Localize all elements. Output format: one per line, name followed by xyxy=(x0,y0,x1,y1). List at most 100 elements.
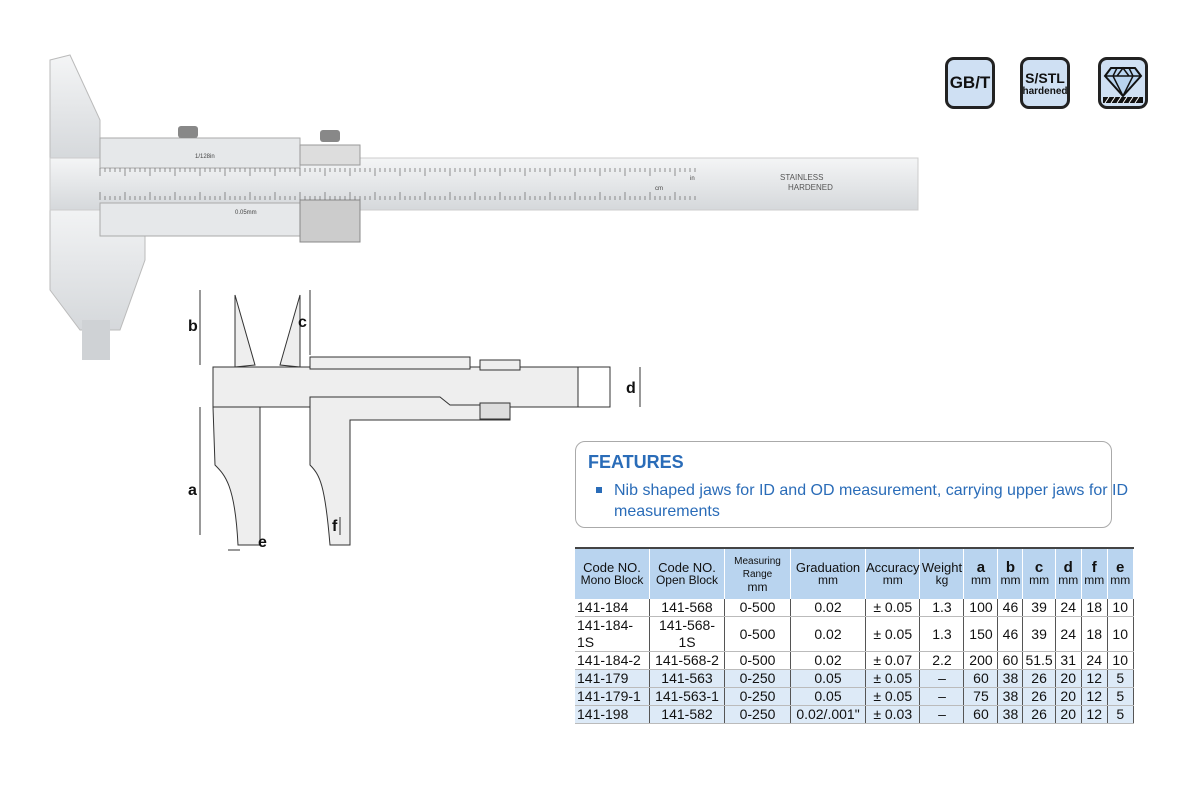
table-cell: 0.02 xyxy=(790,599,866,617)
table-cell: 46 xyxy=(997,616,1024,652)
vernier-label: 0.05mm xyxy=(235,210,257,216)
table-cell: 1.3 xyxy=(919,599,965,617)
dimension-e: e xyxy=(258,534,267,551)
table-cell: 38 xyxy=(997,669,1024,688)
table-cell: 24 xyxy=(1055,616,1082,652)
table-cell: 141-184 xyxy=(575,599,650,617)
table-cell: 20 xyxy=(1055,669,1082,688)
table-cell: 10 xyxy=(1107,599,1134,617)
unit-label: cm xyxy=(655,186,663,192)
table-cell: – xyxy=(919,687,965,706)
header-line: Measuring Range xyxy=(734,555,781,580)
header-unit: mm xyxy=(747,579,768,594)
table-cell: 150 xyxy=(963,616,999,652)
gbt-badge: GB/T xyxy=(945,57,995,109)
caliper-photo: STAINLESS HARDENED 1/128in 0.05mm in cm xyxy=(49,54,919,360)
diamond-badge xyxy=(1098,57,1148,109)
table-cell: ± 0.05 xyxy=(865,599,921,617)
table-cell: 0.05 xyxy=(790,687,866,706)
header-line: f xyxy=(1091,559,1097,576)
table-cell: 141-179-1 xyxy=(575,687,650,706)
column-header: Code NO.Mono Block xyxy=(575,547,650,599)
table-cell: 5 xyxy=(1107,669,1134,688)
table-cell: 24 xyxy=(1081,651,1108,670)
table-cell: 20 xyxy=(1055,687,1082,706)
table-cell: 141-198 xyxy=(575,705,650,724)
table-cell: 12 xyxy=(1081,705,1108,724)
table-cell: 38 xyxy=(997,705,1024,724)
dimension-diagram: a b c d e f xyxy=(188,290,641,551)
table-cell: 141-563 xyxy=(649,669,725,688)
table-cell: 12 xyxy=(1081,669,1108,688)
table-cell: 0-250 xyxy=(724,705,791,724)
header-line: Graduation xyxy=(795,560,861,575)
column-header: Code NO.Open Block xyxy=(649,547,725,599)
header-unit: Mono Block xyxy=(580,573,644,587)
header-line: e xyxy=(1116,559,1125,576)
table-cell: 200 xyxy=(963,651,999,670)
table-cell: 18 xyxy=(1081,599,1108,617)
table-cell: 0.05 xyxy=(790,669,866,688)
table-cell: 46 xyxy=(997,599,1024,617)
table-cell: 12 xyxy=(1081,687,1108,706)
table-cell: 0-500 xyxy=(724,651,791,670)
table-cell: 141-568 xyxy=(649,599,725,617)
table-cell: 26 xyxy=(1022,687,1056,706)
table-cell: 100 xyxy=(963,599,999,617)
badge-text: GB/T xyxy=(949,73,991,92)
table-cell: 60 xyxy=(997,651,1024,670)
table-cell: ± 0.05 xyxy=(865,616,921,652)
header-unit: Open Block xyxy=(655,573,719,587)
table-cell: 5 xyxy=(1107,705,1134,724)
table-cell: 10 xyxy=(1107,616,1134,652)
header-line: Weight xyxy=(921,560,963,575)
table-cell: 26 xyxy=(1022,705,1056,724)
header-unit: mm xyxy=(1058,573,1079,587)
table-cell: 39 xyxy=(1022,616,1056,652)
table-cell: 141-568-1S xyxy=(649,616,725,652)
header-unit: mm xyxy=(818,573,838,587)
badge-subtext: hardened xyxy=(1022,85,1068,97)
features-title: FEATURES xyxy=(588,452,684,472)
table-cell: 141-563-1 xyxy=(649,687,725,706)
table-cell: 141-184-2 xyxy=(575,651,650,670)
table-cell: 26 xyxy=(1022,669,1056,688)
table-cell: 0-250 xyxy=(724,687,791,706)
header-unit: kg xyxy=(935,573,949,587)
table-cell: 5 xyxy=(1107,687,1134,706)
header-line: c xyxy=(1034,559,1044,576)
table-cell: 60 xyxy=(963,669,999,688)
table-cell: 10 xyxy=(1107,651,1134,670)
caliper-marking: STAINLESS xyxy=(780,173,823,182)
table-cell: ± 0.05 xyxy=(865,687,921,706)
table-cell: 2.2 xyxy=(919,651,965,670)
header-line: Code NO. xyxy=(658,560,716,575)
table-cell: 39 xyxy=(1022,599,1056,617)
badge-text: S/STL xyxy=(1025,69,1065,86)
table-cell: ± 0.05 xyxy=(865,669,921,688)
table-cell: 24 xyxy=(1055,599,1082,617)
header-unit: mm xyxy=(1110,573,1131,587)
header-line: b xyxy=(1005,559,1016,576)
dimension-a: a xyxy=(188,482,197,499)
table-cell: 60 xyxy=(963,705,999,724)
unit-label: in xyxy=(690,176,695,182)
dimension-c: c xyxy=(298,314,307,331)
header-unit: mm xyxy=(970,573,991,587)
header-unit: mm xyxy=(1084,573,1105,587)
table-cell: 141-179 xyxy=(575,669,650,688)
table-cell: ± 0.07 xyxy=(865,651,921,670)
table-cell: 141-582 xyxy=(649,705,725,724)
table-cell: 0-500 xyxy=(724,616,791,652)
header-line: a xyxy=(976,559,986,576)
